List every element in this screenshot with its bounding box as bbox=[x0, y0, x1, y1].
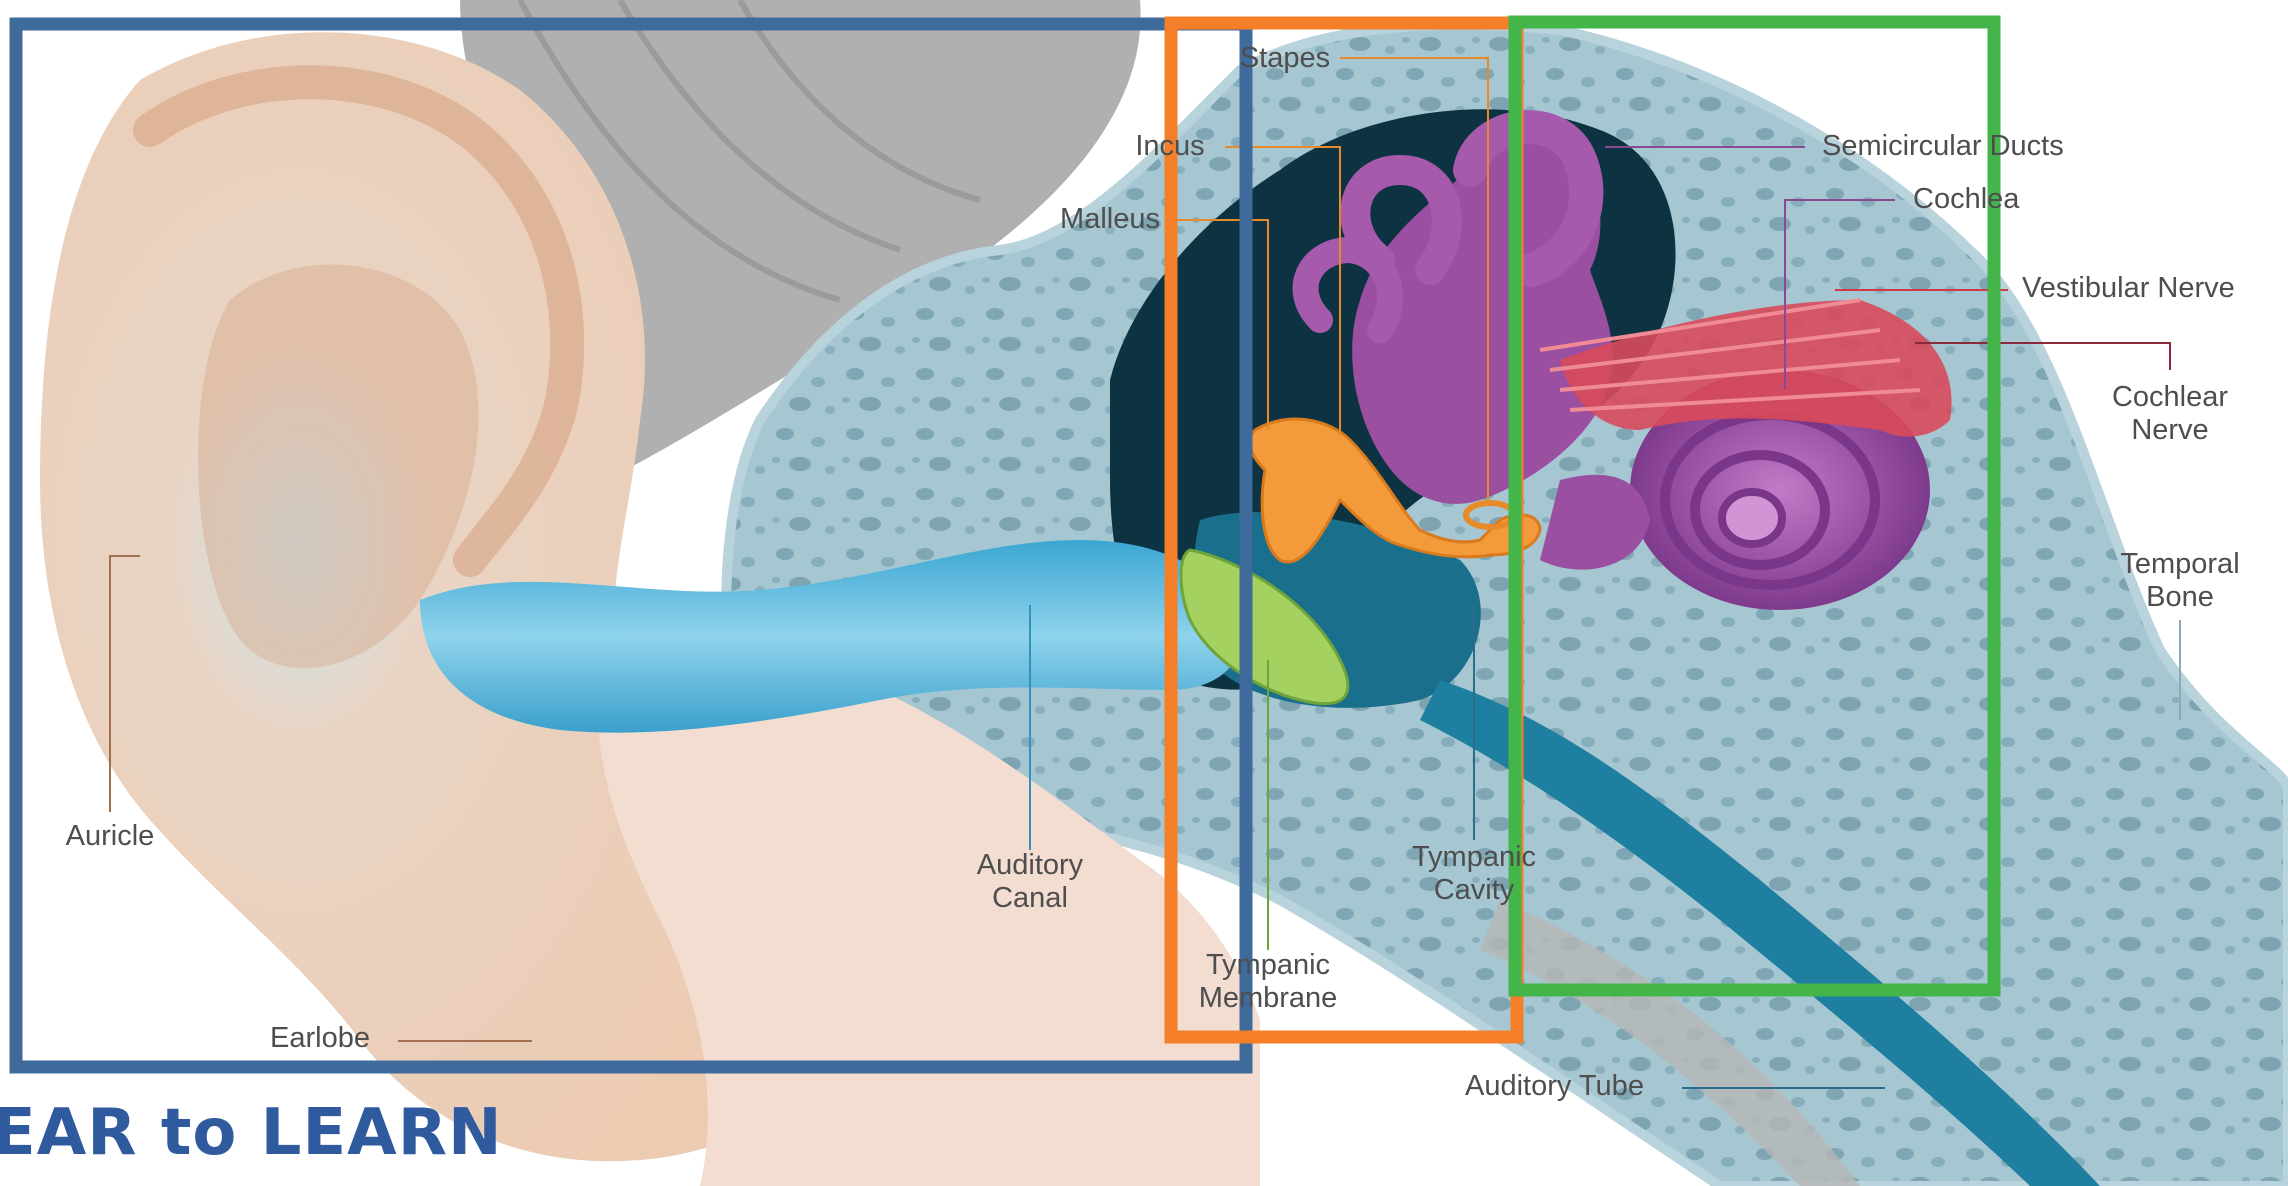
label-tympanic-membrane-line-1: Tympanic bbox=[1178, 949, 1358, 982]
label-tympanic-cavity-line-1: Tympanic bbox=[1394, 841, 1554, 874]
label-cochlea: Cochlea bbox=[1913, 183, 2019, 216]
label-temporal-bone-line-2: Bone bbox=[2100, 581, 2260, 614]
label-vestibular-nerve: Vestibular Nerve bbox=[2022, 272, 2235, 305]
label-incus: Incus bbox=[1110, 130, 1230, 163]
brand-title: EAR to LEARN bbox=[0, 1096, 503, 1170]
label-cochlear-nerve-line-2: Nerve bbox=[2090, 414, 2250, 447]
label-auricle: Auricle bbox=[40, 820, 180, 853]
cochlea-turn-3 bbox=[1722, 492, 1782, 544]
label-temporal-bone: Temporal Bone bbox=[2100, 548, 2260, 614]
label-auditory-canal-line-1: Auditory bbox=[950, 849, 1110, 882]
label-auditory-canal-line-2: Canal bbox=[950, 882, 1110, 915]
label-tympanic-membrane: Tympanic Membrane bbox=[1178, 949, 1358, 1015]
label-stapes: Stapes bbox=[1215, 42, 1355, 75]
label-auditory-tube: Auditory Tube bbox=[1465, 1070, 1644, 1103]
label-tympanic-cavity-line-2: Cavity bbox=[1394, 874, 1554, 907]
label-malleus: Malleus bbox=[1050, 203, 1170, 236]
label-earlobe: Earlobe bbox=[250, 1022, 390, 1055]
label-cochlear-nerve-line-1: Cochlear bbox=[2090, 381, 2250, 414]
label-semicircular-ducts: Semicircular Ducts bbox=[1822, 130, 2064, 163]
label-temporal-bone-line-1: Temporal bbox=[2100, 548, 2260, 581]
label-auditory-canal: Auditory Canal bbox=[950, 849, 1110, 915]
label-cochlear-nerve: Cochlear Nerve bbox=[2090, 381, 2250, 447]
label-tympanic-membrane-line-2: Membrane bbox=[1178, 982, 1358, 1015]
label-tympanic-cavity: Tympanic Cavity bbox=[1394, 841, 1554, 907]
